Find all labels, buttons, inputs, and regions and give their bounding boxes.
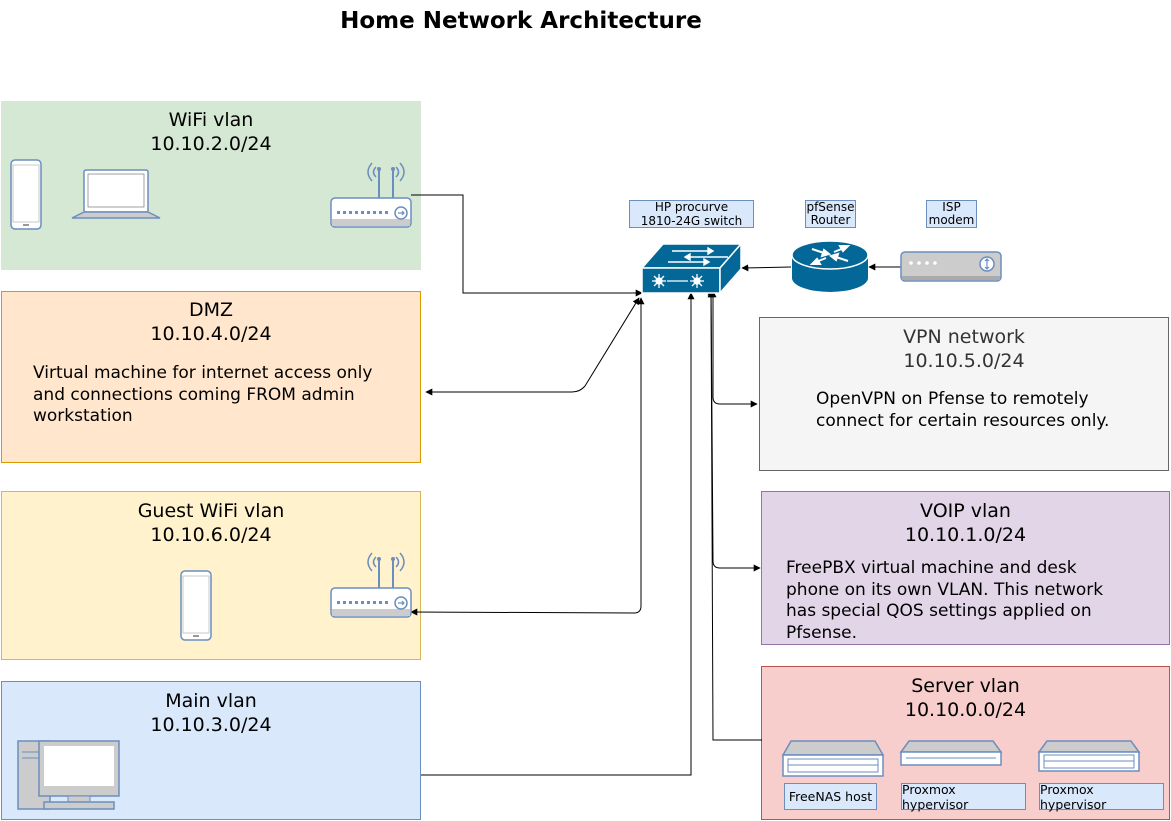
zone-dmz[interactable]: DMZ 10.10.4.0/24 Virtual machine for int… (1, 291, 421, 463)
zone-wifi-subnet: 10.10.2.0/24 (150, 133, 272, 155)
server-icon-proxmox-1 (899, 740, 1003, 766)
link-wifi-ap-to-switch (411, 194, 643, 297)
zone-vpn-name: VPN network (903, 326, 1025, 348)
server-icon-proxmox-2 (1037, 740, 1141, 772)
zone-wifi-vlan[interactable]: WiFi vlan 10.10.2.0/24 (1, 101, 421, 270)
zone-dmz-subnet: 10.10.4.0/24 (150, 323, 272, 345)
server-label-proxmox-1: Proxmox hypervisor (901, 782, 1026, 812)
server-label-freenas: FreeNAS host (784, 783, 877, 810)
zone-guest-name: Guest WiFi vlan (137, 500, 285, 522)
zone-dmz-name: DMZ (188, 299, 234, 321)
server-icon-freenas (781, 740, 885, 777)
modem-label: ISP modem (926, 200, 977, 228)
link-switch-guest-ap (410, 297, 645, 616)
router-label: pfSense Router (805, 200, 856, 228)
guest-wireless-access-point-icon (330, 552, 412, 618)
router-label-line1: pfSense (806, 199, 855, 214)
router-label-line2: Router (810, 213, 851, 227)
link-switch-voip (707, 290, 761, 572)
link-server-to-switch (707, 288, 762, 741)
wireless-access-point-icon (330, 162, 412, 228)
network-switch-icon (640, 242, 743, 295)
zone-wifi-name: WiFi vlan (168, 109, 254, 131)
link-main-to-switch (421, 292, 695, 776)
zone-server-name: Server vlan (911, 675, 1020, 697)
zone-voip-vlan[interactable]: VOIP vlan 10.10.1.0/24 FreePBX virtual m… (761, 491, 1170, 645)
router-icon (791, 240, 869, 292)
zone-vpn-subnet: 10.10.5.0/24 (903, 350, 1025, 372)
zone-server-subnet: 10.10.0.0/24 (904, 699, 1027, 721)
desktop-computer-icon (17, 740, 120, 810)
laptop-icon (71, 169, 161, 219)
guest-smartphone-icon (180, 570, 212, 641)
server-label-proxmox-2: Proxmox hypervisor (1039, 782, 1164, 812)
link-router-to-switch (741, 264, 792, 272)
smartphone-icon (10, 159, 42, 230)
diagram-title: Home Network Architecture (340, 8, 702, 34)
zone-dmz-description: Virtual machine for internet access only… (33, 363, 373, 426)
zone-voip-name: VOIP vlan (920, 500, 1011, 522)
zone-guest-subnet: 10.10.6.0/24 (150, 524, 272, 546)
zone-vpn-network[interactable]: VPN network 10.10.5.0/24 OpenVPN on Pfen… (759, 317, 1169, 471)
link-switch-dmz (425, 297, 640, 396)
switch-label: HP procurve 1810-24G switch (629, 200, 754, 228)
zone-main-subnet: 10.10.3.0/24 (150, 714, 272, 736)
zone-main-name: Main vlan (165, 690, 257, 712)
modem-label-line1: ISP (942, 199, 961, 214)
modem-icon (900, 251, 1002, 282)
link-switch-vpn (709, 290, 758, 408)
switch-label-line1: HP procurve (654, 200, 729, 214)
zone-voip-description: FreePBX virtual machine and desk phone o… (786, 558, 1104, 643)
switch-label-line2: 1810-24G switch (640, 214, 743, 228)
zone-vpn-description: OpenVPN on Pfense to remotely connect fo… (816, 389, 1110, 431)
zone-voip-subnet: 10.10.1.0/24 (904, 524, 1027, 546)
modem-label-line2: modem (928, 213, 975, 227)
